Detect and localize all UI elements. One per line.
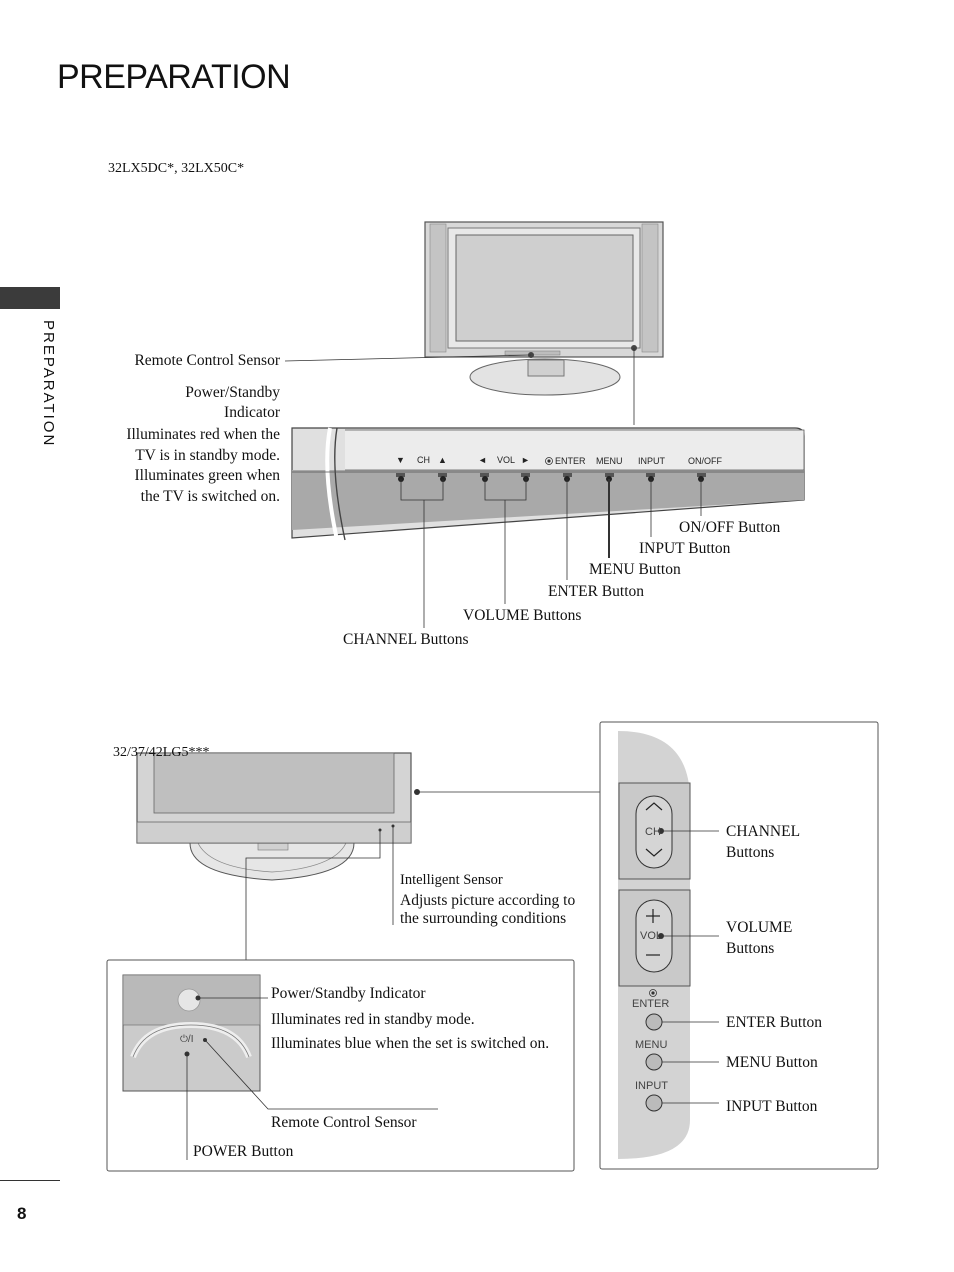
power-indicator-description-1: Illuminates red when the TV is in standb…	[126, 426, 280, 505]
side-panel-box	[599, 721, 879, 1170]
panel-ch-down-icon: ▼	[396, 455, 405, 465]
side-panel-vol-label: VOL	[640, 930, 663, 942]
channel-buttons-label-1: CHANNEL Buttons	[343, 631, 469, 648]
side-panel-enter-label: ENTER	[632, 998, 670, 1010]
menu-button-label-2: MENU Button	[726, 1054, 818, 1071]
enter-button-label-2: ENTER Button	[726, 1014, 823, 1031]
input-button-label-2: INPUT Button	[726, 1098, 818, 1115]
enter-button-label-1: ENTER Button	[548, 583, 645, 600]
power-indicator-title-1: Power/Standby	[185, 384, 280, 401]
footer-rule	[0, 1180, 60, 1181]
power-indicator-description-2: Illuminates red in standby mode. Illumin…	[271, 1011, 550, 1052]
intelligent-sensor-description: Adjusts picture according to the surroun…	[400, 892, 576, 927]
panel-menu-label: MENU	[596, 456, 623, 466]
channel-buttons-label-2a: CHANNEL	[726, 823, 801, 840]
panel-onoff-label: ON/OFF	[688, 456, 722, 466]
panel-vol-left-icon: ◄	[478, 455, 487, 465]
channel-buttons-label-2b: Buttons	[726, 844, 775, 861]
panel-ch-label: CH	[417, 455, 430, 465]
side-panel-buttons	[618, 782, 691, 1112]
power-closeup-illustration	[122, 974, 261, 1092]
page-number: 8	[17, 1204, 27, 1223]
page-title: PREPARATION	[57, 58, 291, 96]
volume-buttons-label-1: VOLUME Buttons	[463, 607, 582, 624]
model-heading-2: 32/37/42LG5***	[113, 745, 210, 760]
panel-vol-label: VOL	[497, 455, 516, 465]
remote-sensor-label-1: Remote Control Sensor	[134, 352, 280, 369]
menu-button-label-1: MENU Button	[589, 561, 681, 578]
input-button-label-1: INPUT Button	[639, 540, 731, 557]
power-detail-box	[106, 959, 575, 1172]
power-indicator-title-2: Indicator	[224, 404, 280, 421]
section-tab-marker	[0, 287, 60, 309]
onoff-button-label: ON/OFF Button	[679, 519, 781, 536]
side-panel-ch-label: CH	[645, 826, 661, 838]
side-tab-label: PREPARATION	[40, 320, 57, 448]
control-panel-closeup-1	[291, 427, 805, 541]
remote-sensor-label-2: Remote Control Sensor	[271, 1114, 417, 1131]
volume-buttons-label-2b: Buttons	[726, 940, 775, 957]
tv-front-illustration-1	[424, 221, 664, 396]
tv-front-illustration-2	[136, 752, 420, 881]
side-panel-input-label: INPUT	[635, 1080, 668, 1092]
intelligent-sensor-label: Intelligent Sensor	[400, 872, 503, 888]
panel-vol-right-icon: ►	[521, 455, 530, 465]
panel-enter-label: ENTER	[555, 456, 586, 466]
volume-buttons-label-2a: VOLUME	[726, 919, 793, 936]
panel-ch-up-icon: ▲	[438, 455, 447, 465]
model-heading-1: 32LX5DC*, 32LX50C*	[108, 161, 245, 176]
side-panel-menu-label: MENU	[635, 1039, 668, 1051]
power-button-label: POWER Button	[193, 1143, 294, 1160]
panel-input-label: INPUT	[638, 456, 665, 466]
power-symbol-icon: ⏻/I	[180, 1034, 194, 1045]
power-indicator-label-2: Power/Standby Indicator	[271, 985, 426, 1002]
